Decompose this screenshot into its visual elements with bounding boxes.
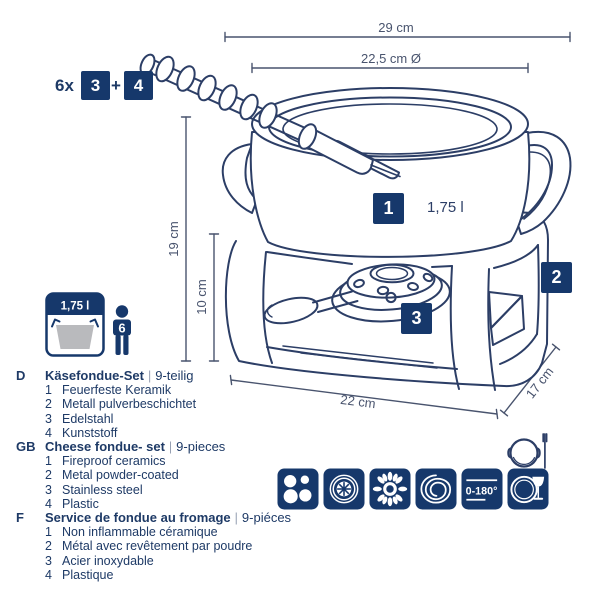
dimension-stand-height: 10 cm (194, 279, 209, 315)
section-title: Service de fondue au fromage (45, 510, 231, 526)
item-number: 1 (45, 525, 52, 540)
part-2-stand-badge: 2 (541, 262, 572, 293)
section-pieces: 9-piéces (241, 510, 292, 526)
section-header-f: F Service de fondue au fromage | 9-piéce… (16, 510, 346, 526)
list-item: 4 Plastique (16, 568, 346, 582)
list-item: 2 Métal avec revêtement par poudre (16, 539, 346, 553)
list-item: 2 Metal powder-coated (16, 468, 346, 482)
dimension-lines (180, 31, 571, 420)
gas-flame-icon (369, 468, 411, 510)
list-item: 3 Acier inoxydable (16, 554, 346, 568)
item-text: Kunststoff (62, 425, 118, 440)
item-text: Feuerfeste Keramik (62, 383, 172, 398)
part-1-pot-badge: 1 (373, 193, 404, 224)
fork-icon (542, 433, 548, 469)
stand-drawing (224, 209, 549, 391)
person-icon (115, 305, 129, 318)
list-item: 2 Metall pulverbeschichtet (16, 397, 346, 411)
separator: | (234, 511, 238, 526)
item-text: Plastique (62, 567, 114, 582)
part-4-badge: 4 (124, 71, 153, 100)
item-text: Edelstahl (62, 411, 114, 426)
description-block: D Käsefondue-Set | 9-teilig 1 Feuerfeste … (16, 368, 346, 582)
section-lang: F (16, 510, 24, 526)
item-text: Métal avec revêtement par poudre (62, 539, 253, 554)
item-text: Plastic (62, 496, 99, 511)
item-number: 3 (45, 482, 52, 497)
pot-top-view-sketch (503, 428, 553, 472)
temperature-range-icon: 0-180° (461, 468, 503, 510)
temperature-range-label: 0-180° (466, 485, 498, 497)
dimension-pot-diameter: 22,5 cm Ø (361, 51, 421, 66)
item-number: 2 (45, 539, 52, 554)
section-pieces: 9-pieces (176, 439, 226, 455)
item-text: Metal powder-coated (62, 468, 179, 483)
section-title: Cheese fondue- set (45, 439, 165, 455)
list-item: 4 Kunststoff (16, 426, 346, 440)
item-number: 4 (45, 496, 52, 511)
electric-hob-icon (277, 468, 319, 510)
plus-sign: + (111, 76, 121, 95)
item-text: Acier inoxydable (62, 553, 154, 568)
item-number: 2 (45, 397, 52, 412)
list-item: 1 Feuerfeste Keramik (16, 383, 346, 397)
section-pieces: 9-teilig (155, 368, 194, 383)
serves-pictogram: 6 (108, 305, 136, 357)
item-number: 1 (45, 454, 52, 469)
part-3-burner-badge: 3 (401, 303, 432, 334)
list-item: 1 Fireproof ceramics (16, 454, 346, 468)
pot-silhouette (56, 325, 94, 349)
section-lang: GB (16, 439, 36, 455)
capacity-badge-volume: 1,75 l (61, 301, 90, 313)
capacity-badge: 1,75 l (45, 292, 105, 357)
radiant-ring-icon (323, 468, 365, 510)
item-number: 4 (45, 425, 52, 440)
separator: | (147, 369, 152, 383)
item-number: 1 (45, 383, 52, 398)
section-header-gb: GB Cheese fondue- set | 9-pieces (16, 439, 346, 455)
list-item: 4 Plastic (16, 497, 346, 511)
item-text: Non inflammable céramique (62, 525, 218, 540)
dimension-total-width: 29 cm (378, 20, 414, 35)
dishwasher-safe-icon (507, 468, 549, 510)
dimension-total-height: 19 cm (166, 221, 181, 257)
serves-count: 6 (118, 321, 125, 336)
section-lang: D (16, 368, 26, 383)
list-item: 3 Stainless steel (16, 483, 346, 497)
item-number: 2 (45, 468, 52, 483)
separator: | (168, 440, 173, 455)
item-number: 3 (45, 411, 52, 426)
list-item: 3 Edelstahl (16, 412, 346, 426)
item-text: Stainless steel (62, 482, 143, 497)
suitability-icons-row: 0-180° (277, 468, 549, 510)
part-3-badge: 3 (81, 71, 110, 100)
pot-capacity-label: 1,75 l (427, 199, 464, 216)
section-title: Käsefondue-Set (45, 368, 144, 383)
forks-drawing (139, 53, 401, 180)
list-item: 1 Non inflammable céramique (16, 525, 346, 539)
item-number: 3 (45, 553, 52, 568)
halogen-spiral-icon (415, 468, 457, 510)
item-number: 4 (45, 567, 52, 582)
item-text: Metall pulverbeschichtet (62, 397, 197, 412)
section-header-d: D Käsefondue-Set | 9-teilig (16, 368, 346, 383)
fork-count-label: 6x (55, 76, 74, 95)
item-text: Fireproof ceramics (62, 454, 166, 469)
